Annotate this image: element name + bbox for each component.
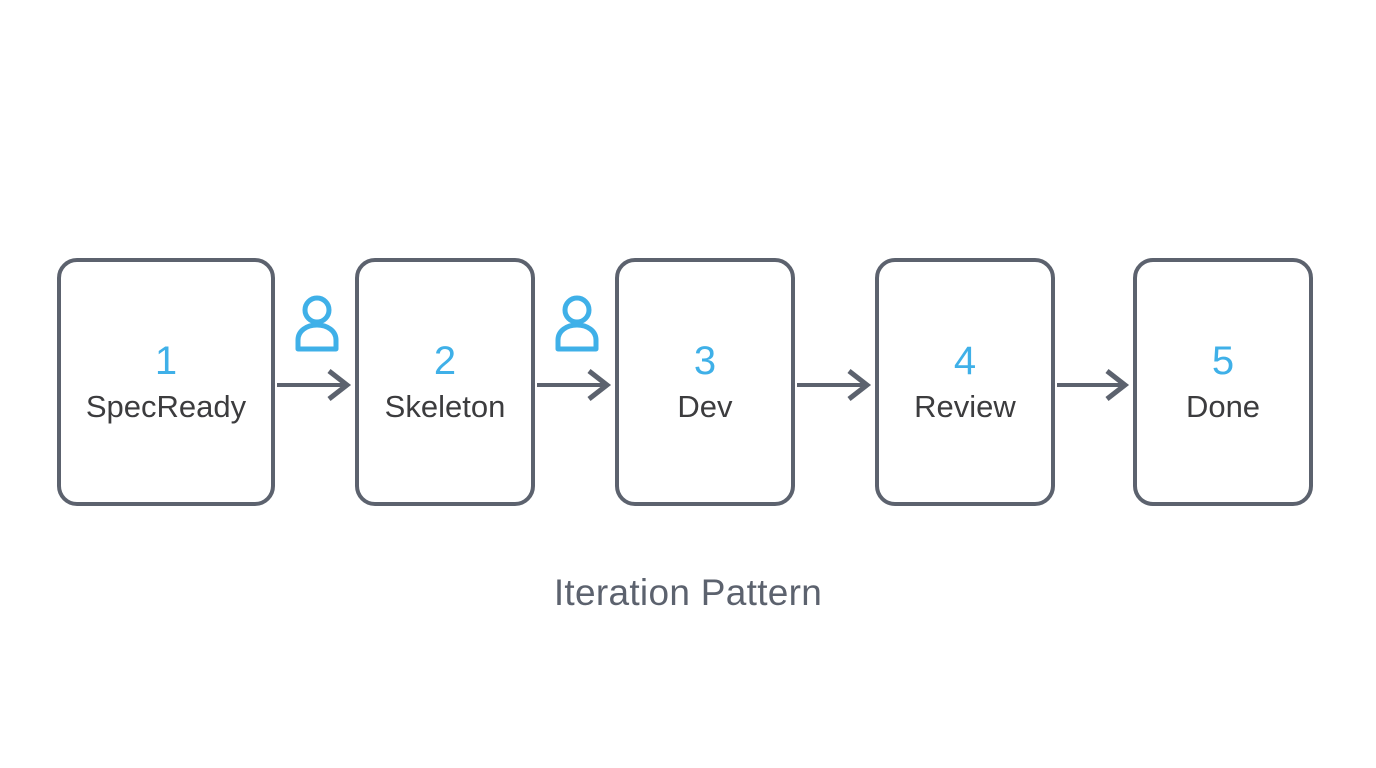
stage-number: 4 — [953, 338, 977, 383]
stage-number: 5 — [1211, 338, 1235, 383]
stage-label: Skeleton — [384, 388, 506, 424]
stage-number: 2 — [433, 338, 457, 383]
stage-box-skeleton[interactable]: 2 Skeleton — [355, 258, 535, 506]
diagram-caption: Iteration Pattern — [553, 572, 823, 613]
stage-label: Review — [914, 388, 1016, 424]
flow-arrow-2-to-3 — [537, 368, 613, 402]
person-icon — [554, 294, 600, 352]
flow-arrow-4-to-5 — [1057, 368, 1131, 402]
process-flow: 1 SpecReady 2 Skeleton — [0, 258, 1376, 506]
stage-label: SpecReady — [85, 388, 247, 424]
stage-box-done[interactable]: 5 Done — [1133, 258, 1313, 506]
stage-number: 1 — [154, 338, 178, 383]
stage-number: 3 — [693, 338, 717, 383]
person-icon — [294, 294, 340, 352]
stage-label: Dev — [677, 388, 733, 424]
flow-arrow-1-to-2 — [277, 368, 353, 402]
stage-box-review[interactable]: 4 Review — [875, 258, 1055, 506]
stage-box-specready[interactable]: 1 SpecReady — [57, 258, 275, 506]
flow-arrow-3-to-4 — [797, 368, 873, 402]
stage-box-dev[interactable]: 3 Dev — [615, 258, 795, 506]
stage-label: Done — [1185, 388, 1261, 424]
